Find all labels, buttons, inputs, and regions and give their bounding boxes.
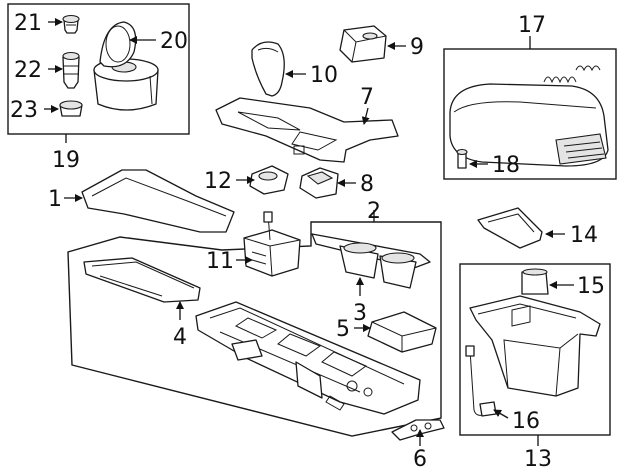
callout-23: 23 [10,98,38,123]
part-11-shifter [243,211,301,277]
group-19-frame [7,3,190,135]
part-18-pin [456,148,468,169]
callout-12: 12 [204,169,232,194]
callout-17: 17 [518,13,546,38]
callout-10: 10 [310,63,338,88]
part-16-cable [465,345,497,417]
callout-13: 13 [524,447,552,471]
part-5-module [367,311,437,353]
part-8-switch [299,167,339,199]
part-20-ashtray [93,21,159,111]
callout-5: 5 [336,317,350,342]
callout-4: 4 [173,325,187,350]
callout-6: 6 [413,447,427,471]
part-22-plug [62,51,80,89]
part-9-switch [339,25,387,63]
callout-11: 11 [206,249,234,274]
callout-20: 20 [160,29,188,54]
callout-1: 1 [48,187,62,212]
callout-8: 8 [360,172,374,197]
callout-2: 2 [367,199,381,224]
part-14-bracket [477,207,543,249]
part-7-bezel [215,97,399,163]
callout-22: 22 [14,58,42,83]
part-12-switch [249,165,289,195]
callout-14: 14 [570,223,598,248]
callout-21: 21 [14,11,42,36]
part-6-clip [391,419,445,441]
part-1-trim-panel [81,169,235,233]
part-23-cap [59,100,83,117]
part-3-cup-holder [311,233,431,289]
callout-19: 19 [52,148,80,173]
callout-15: 15 [577,274,605,299]
group-13-frame [459,263,611,436]
console-base [195,301,421,415]
callout-7: 7 [360,85,374,110]
callout-16: 16 [512,409,540,434]
part-13-storage-bin [469,295,601,397]
part-17-armrest-lid [449,65,609,167]
part-10-shift-knob [251,41,285,97]
callout-3: 3 [353,301,367,326]
part-15-connector [521,268,549,295]
callout-18: 18 [492,153,520,178]
part-21-plug [62,14,80,34]
part-4-side-trim [83,257,201,303]
callout-9: 9 [410,35,424,60]
